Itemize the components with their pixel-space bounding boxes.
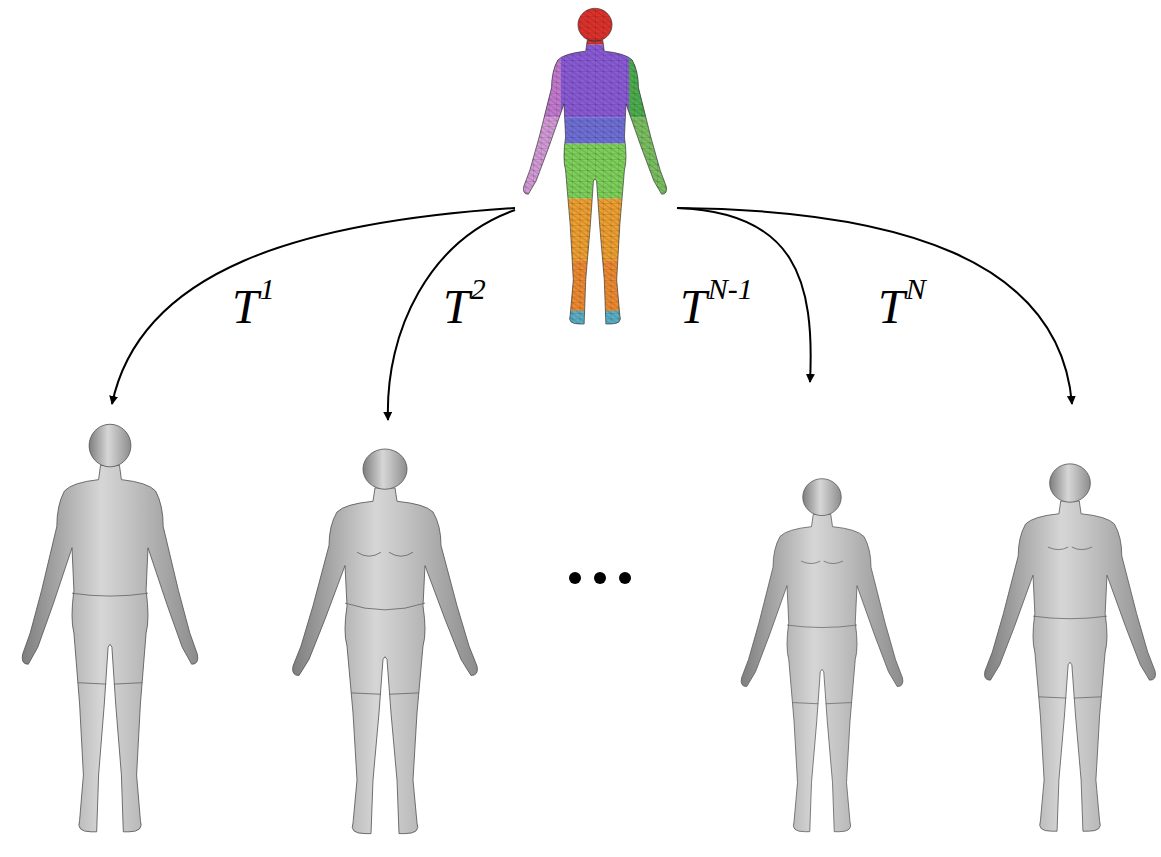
mapping-arrow [388, 210, 515, 420]
transform-superscript: N [906, 274, 926, 304]
transform-label: T [680, 283, 707, 331]
scan-figure [985, 464, 1156, 831]
transform-label: T [443, 283, 470, 331]
mapping-arrows [112, 208, 1072, 420]
mapping-arrow [677, 208, 1072, 404]
transform-label: T [232, 283, 259, 331]
mapping-arrow [677, 208, 811, 382]
transform-label: T [878, 283, 905, 331]
transform-superscript: N-1 [708, 274, 753, 304]
template-mesh [518, 5, 673, 335]
transform-superscript: 1 [260, 274, 275, 304]
transform-superscript: 2 [471, 274, 486, 304]
scan-figure [741, 479, 903, 832]
ellipsis-dots [569, 572, 631, 584]
scan-figure [293, 449, 478, 834]
scan-figure [22, 424, 198, 832]
mapping-arrow [112, 208, 515, 404]
